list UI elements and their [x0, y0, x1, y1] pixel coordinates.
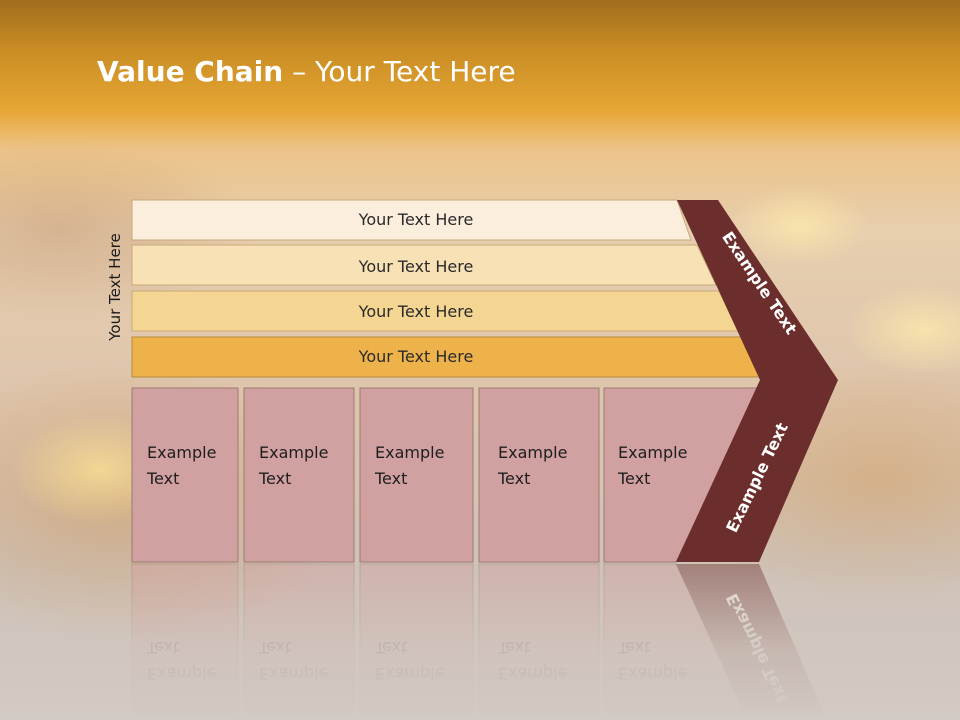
- box-4-shape: [478, 387, 600, 563]
- box-2-shape: [243, 387, 355, 563]
- box-5-line1: Example: [618, 443, 687, 462]
- band-1-shape: [131, 199, 692, 241]
- box-3-line1: Example: [375, 443, 444, 462]
- chevron-shape: [676, 200, 838, 562]
- box-3-line2: Text: [374, 469, 407, 488]
- refl-box-1-line1: Example: [147, 664, 216, 683]
- band-2-label: Your Text Here: [358, 257, 474, 276]
- refl-box-5-line2: Text: [617, 638, 650, 657]
- box-1-line2: Text: [146, 469, 179, 488]
- box-1-line1: Example: [147, 443, 216, 462]
- band-2-shape: [131, 244, 717, 286]
- refl-box-4: [478, 563, 600, 720]
- slide-title: Value Chain – Your Text Here: [97, 55, 516, 88]
- refl-box-2: [243, 563, 355, 720]
- diagram-reflection: Example Text Example Text Example Text E…: [131, 563, 827, 720]
- refl-box-2-line2: Text: [258, 638, 291, 657]
- refl-box-1: [131, 563, 239, 720]
- refl-box-4-line1: Example: [498, 664, 567, 683]
- title-rest: – Your Text Here: [283, 55, 516, 88]
- refl-box-2-line1: Example: [259, 664, 328, 683]
- bands-group: Your Text Here Your Text Here Your Text …: [131, 199, 763, 378]
- refl-box-4-line2: Text: [497, 638, 530, 657]
- refl-box-3-line2: Text: [374, 638, 407, 657]
- band-3-label: Your Text Here: [358, 302, 474, 321]
- refl-box-5-line1: Example: [618, 664, 687, 683]
- refl-box-3-line1: Example: [375, 664, 444, 683]
- band-1-label: Your Text Here: [358, 210, 474, 229]
- diagram-main: Your Text Here Your Text Here Your Text …: [131, 199, 838, 563]
- refl-box-1-line2: Text: [146, 638, 179, 657]
- title-bold: Value Chain: [97, 55, 284, 88]
- band-4-label: Your Text Here: [358, 347, 474, 366]
- box-2-line2: Text: [258, 469, 291, 488]
- box-2-line1: Example: [259, 443, 328, 462]
- refl-chevron: [676, 564, 827, 720]
- box-4-line2: Text: [497, 469, 530, 488]
- box-3-shape: [359, 387, 474, 563]
- box-5-line2: Text: [617, 469, 650, 488]
- box-4-line1: Example: [498, 443, 567, 462]
- refl-box-3: [359, 563, 474, 720]
- box-1-shape: [131, 387, 239, 563]
- boxes-group: Example Text Example Text Example Text E…: [131, 387, 760, 563]
